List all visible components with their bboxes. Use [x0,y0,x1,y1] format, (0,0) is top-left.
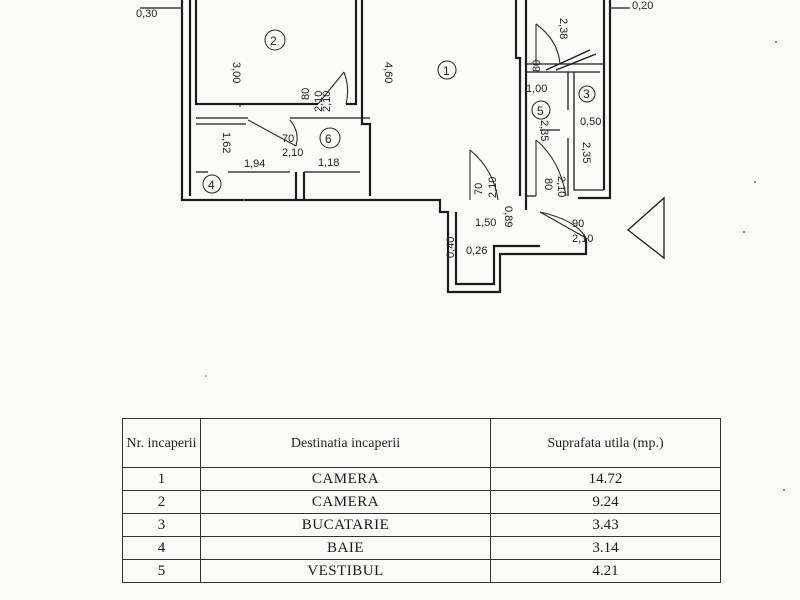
cell-area: 14.72 [490,467,721,491]
cell-nr: 5 [122,559,201,583]
north-arrow-icon [626,196,665,260]
dim-label: 2,10 [321,91,333,112]
cell-destinatia: CAMERA [200,467,491,491]
dim-label: 4,60 [382,62,394,83]
dim-label: 0,26 [466,245,487,257]
table-header-row: Nr. incaperii Destinatia incaperii Supra… [122,418,721,468]
room-markers: 2 1 4 5 6 3 [202,29,596,194]
dim-label: 2,10 [555,176,567,197]
outer-walls [140,0,630,294]
cell-nr: 1 [122,467,201,491]
dim-label: 0,89 [502,206,514,227]
table-row: 1 CAMERA 14.72 [122,467,721,491]
cell-destinatia: BUCATARIE [200,513,491,537]
dim-label: 80 [542,178,554,190]
header-suprafata: Suprafata utila (mp.) [490,418,721,468]
cell-nr: 4 [122,536,201,560]
interior-walls [194,0,604,210]
room-label-3: 3 [583,87,590,101]
room-label-6: 6 [325,132,332,146]
table-row: 5 VESTIBUL 4.21 [122,559,721,583]
table-row: 4 BAIE 3.14 [122,536,721,560]
dim-label: 1,50 [475,217,496,229]
dim-label: 1,62 [220,132,232,153]
dim-label: 70 [282,133,294,145]
cell-destinatia: BAIE [200,536,491,560]
table-row: 3 BUCATARIE 3.43 [122,513,721,537]
dim-label: 2,38 [557,18,569,39]
dim-label: 0,20 [632,0,653,12]
dim-label: 70 [473,183,485,195]
room-label-1: 1 [443,64,450,78]
table-row: 2 CAMERA 9.24 [122,490,721,514]
dim-label: 3,00 [230,62,242,83]
cell-destinatia: VESTIBUL [200,559,491,583]
dim-label: 90 [572,218,584,230]
cell-destinatia: CAMERA [200,490,491,514]
header-destinatia: Destinatia incaperii [200,418,491,468]
dim-label: 1,94 [244,158,265,170]
dim-label: 0,50 [580,116,601,128]
dim-label: 2,10 [282,147,303,159]
cell-area: 4.21 [490,559,721,583]
dim-label: 80 [531,60,543,72]
dim-label: 0,30 [136,8,157,20]
door-swings [247,23,597,239]
dim-label: 1,18 [318,157,339,169]
room-label-2: 2 [270,34,277,48]
cell-nr: 2 [122,490,201,514]
dim-label: 2,35 [538,120,550,141]
room-label-5: 5 [537,104,544,118]
dim-label: 1,00 [526,83,547,95]
cell-area: 3.43 [490,513,721,537]
room-area-table: Nr. incaperii Destinatia incaperii Supra… [122,418,721,583]
dimension-labels: 0,30 0,20 3,00 4,60 2,38 1,62 1,94 1,18 … [136,0,653,258]
dim-label: 2,10 [313,91,325,112]
scan-speckles [205,41,785,491]
dim-label: 2,35 [580,142,592,163]
cell-area: 3.14 [490,536,721,560]
cell-nr: 3 [122,513,201,537]
dim-label: 2,10 [487,177,499,198]
cell-area: 9.24 [490,490,721,514]
dim-label: 0,40 [445,237,457,258]
room-label-4: 4 [208,178,215,192]
dim-label: 80 [300,88,312,100]
dim-label: 2,10 [572,233,593,245]
header-nr: Nr. incaperii [122,418,201,468]
